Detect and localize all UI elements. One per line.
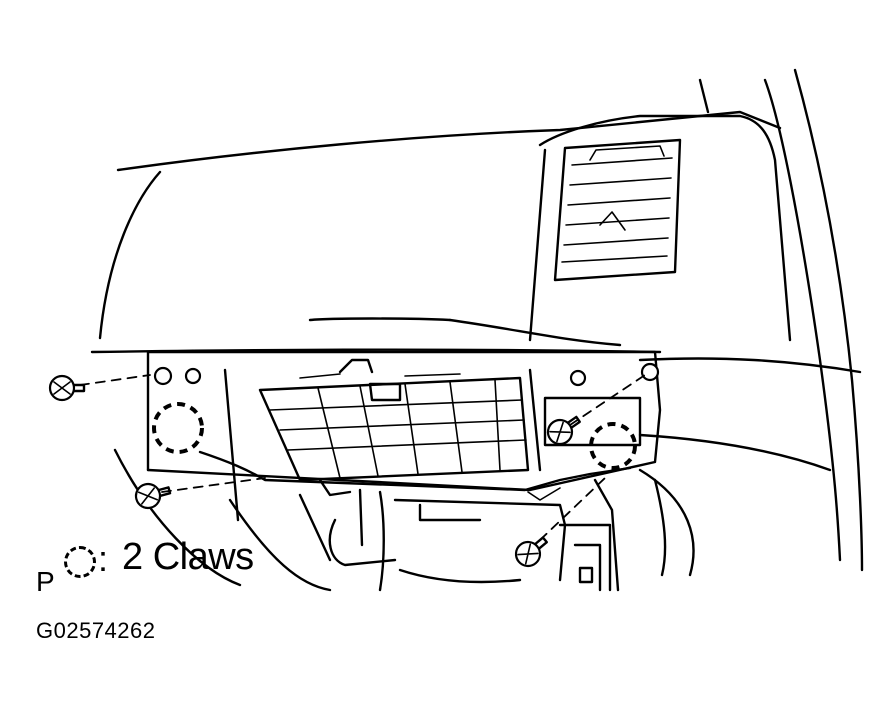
lower-panel bbox=[146, 350, 662, 522]
bolt-hole bbox=[153, 366, 173, 386]
claw-marker bbox=[152, 402, 204, 454]
screw-icon bbox=[546, 415, 581, 446]
claw-marker bbox=[589, 422, 637, 470]
leader-lines bbox=[79, 374, 646, 541]
bolt-hole bbox=[640, 362, 660, 382]
bolt-hole bbox=[569, 369, 587, 387]
claw-legend-icon bbox=[64, 546, 96, 578]
legend-separator: : bbox=[98, 538, 109, 579]
screw-icon bbox=[134, 482, 172, 510]
dashboard-outline bbox=[90, 68, 864, 577]
screw-icon bbox=[48, 374, 86, 402]
figure-code: G02574262 bbox=[36, 618, 156, 643]
cable bbox=[198, 450, 632, 501]
legend-text: 2 Claws bbox=[122, 536, 254, 578]
screw-icon bbox=[514, 536, 548, 568]
glove-box-grid bbox=[258, 358, 530, 482]
legend-marker: P bbox=[36, 566, 55, 597]
inner-structure bbox=[113, 448, 620, 592]
air-vent bbox=[553, 138, 682, 282]
bolt-hole bbox=[184, 367, 202, 385]
